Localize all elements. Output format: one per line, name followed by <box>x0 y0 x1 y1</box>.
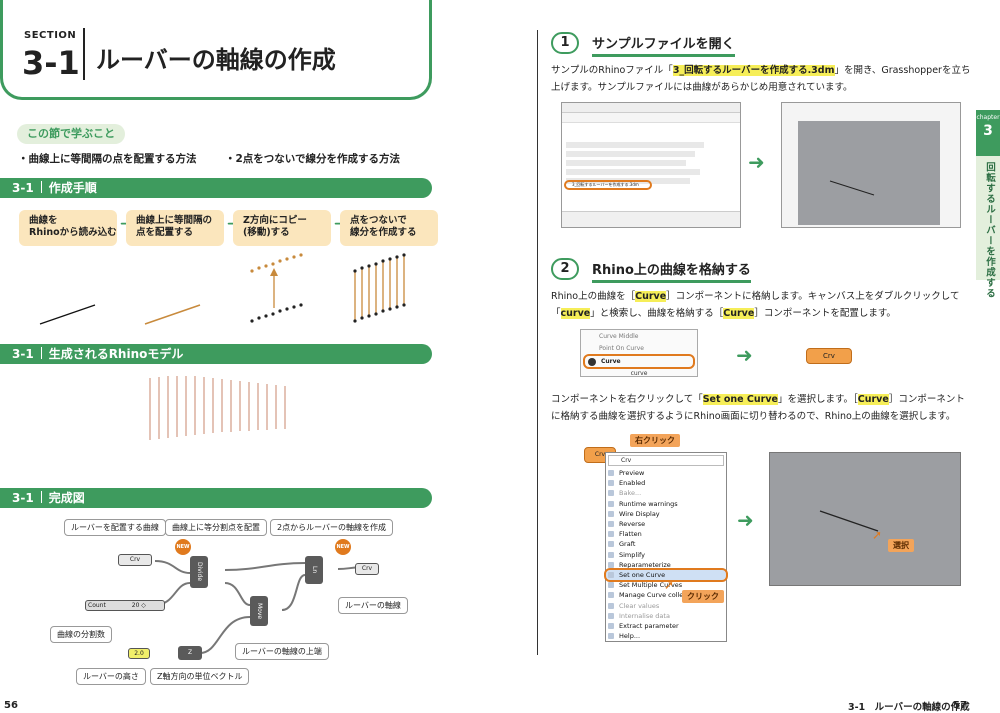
procedure-illustrations <box>39 253 406 325</box>
cursor-icon: ➚ <box>664 578 675 592</box>
search-result-1[interactable]: Curve Middle <box>599 333 639 340</box>
arrow-icon: ➜ <box>227 216 239 232</box>
curve-icon <box>588 358 596 366</box>
gh-curve-param: Crv <box>118 554 152 566</box>
menu-item-bake[interactable]: Bake... <box>606 488 726 498</box>
gh-divide-component: Divide <box>190 556 208 588</box>
menu-item-extract[interactable]: Extract parameter <box>606 621 726 631</box>
section-title: ルーバーの軸線の作成 <box>96 46 336 74</box>
procedure-step-2: 曲線上に等間隔の点を配置する <box>126 210 224 246</box>
bottom-points <box>250 303 303 323</box>
gh-unitz-component: Z <box>178 646 202 660</box>
gh-count-slider[interactable]: Count 20 ◇ <box>85 600 165 611</box>
step-2-title: Rhino上の曲線を格納する <box>592 259 751 283</box>
rhino-screenshot <box>781 102 961 228</box>
arrow-icon: ➜ <box>120 216 132 232</box>
rhino-viewport: ➚ 選択 <box>769 452 961 586</box>
curve-with-points-sketch <box>144 304 201 325</box>
section-header <box>0 0 432 100</box>
footer-section: 3-1 ルーバーの軸線の作成 <box>848 702 970 713</box>
procedure-step-3: Z方向にコピー(移動)する <box>233 210 331 246</box>
page-number-right: 57 <box>953 700 967 711</box>
step-1-number: 1 <box>551 32 579 54</box>
page-number-left: 56 <box>4 700 18 711</box>
callout-top-axis: ルーバーの軸線の上端 <box>235 643 329 660</box>
select-label: 選択 <box>888 539 914 552</box>
gh-height-slider[interactable]: 2.0 <box>128 648 150 659</box>
crv-component[interactable]: Crv <box>806 348 852 364</box>
chapter-title: 回転するルーバーを作成する <box>984 162 995 299</box>
page-divider <box>537 30 538 655</box>
menu-item-enabled[interactable]: Enabled <box>606 478 726 488</box>
menu-item-flatten[interactable]: Flatten <box>606 529 726 539</box>
curve-sketch <box>39 304 96 325</box>
gh-wires <box>154 560 371 654</box>
arrow-icon: ➜ <box>736 343 753 367</box>
menu-item-graft[interactable]: Graft <box>606 539 726 549</box>
search-result-2[interactable]: Point On Curve <box>599 345 644 352</box>
callout-line: 2点からルーバーの軸線を作成 <box>270 519 394 536</box>
top-points <box>250 253 303 273</box>
callout-zvec: Z軸方向の単位ベクトル <box>150 668 250 685</box>
gh-move-component: Move <box>250 596 268 626</box>
procedure-step-4: 点をつないで線分を作成する <box>340 210 438 246</box>
menu-item-simplify[interactable]: Simplify <box>606 550 726 560</box>
menu-item-clear[interactable]: Clear values <box>606 601 726 611</box>
menu-list: Preview Enabled Bake... Runtime warnings… <box>604 468 728 641</box>
step-1-title: サンプルファイルを開く <box>592 33 735 57</box>
menu-item-runtime-warnings[interactable]: Runtime warnings <box>606 499 726 509</box>
callout-height: ルーバーの高さ <box>76 668 146 685</box>
learn-title: この節で学ぶこと <box>17 124 125 144</box>
callout-place-curve: ルーバーを配置する曲線 <box>64 519 166 536</box>
cursor-icon: ➚ <box>872 528 883 542</box>
arrow-icon: ➜ <box>737 508 754 532</box>
arrow-icon: ➜ <box>334 216 346 232</box>
chapter-label: chapter <box>976 114 1000 121</box>
menu-item-internalise[interactable]: Internalise data <box>606 611 726 621</box>
menu-item-set-one-curve[interactable]: Set one Curve <box>604 567 728 583</box>
step-1-text: サンプルのRhinoファイル「3_回転するルーバーを作成する.3dm」を開き、G… <box>551 65 971 93</box>
callout-divisions: 曲線の分割数 <box>50 626 112 643</box>
file-dialog-selected-file: 3_回転するルーバーを作成する.3dm <box>564 180 652 190</box>
menu-item-set-multiple[interactable]: Set Multiple Curves <box>606 580 726 590</box>
bullet-1: ・曲線上に等間隔の点を配置する方法 <box>18 153 197 165</box>
step-2-text-2: コンポーネントを右クリックして「Set one Curve」を選択します。［Cu… <box>551 394 965 422</box>
menu-item-reverse[interactable]: Reverse <box>606 519 726 529</box>
section-label: SECTION <box>24 30 77 41</box>
rhino-model-louvers <box>149 376 286 440</box>
new-badge: NEW <box>335 539 351 555</box>
chapter-tab: chapter 3 回転するルーバーを作成する <box>976 110 1000 299</box>
menu-item-reparameterize[interactable]: Reparameterize <box>606 560 726 570</box>
arrow-icon: ➜ <box>748 150 765 174</box>
context-menu: Crv Preview Enabled Bake... Runtime warn… <box>604 452 728 642</box>
menu-item-manage[interactable]: Manage Curve collection <box>606 590 726 600</box>
gh-line-component: Ln <box>305 556 323 584</box>
search-result-curve[interactable]: Curve <box>583 354 695 369</box>
file-dialog-screenshot: 3_回転するルーバーを作成する.3dm <box>561 102 741 228</box>
section-divider <box>83 28 85 80</box>
vertical-lines <box>354 255 405 321</box>
menu-item-wire-display[interactable]: Wire Display <box>606 509 726 519</box>
gh-curve-output: Crv <box>355 563 379 575</box>
right-click-label: 右クリック <box>630 434 680 447</box>
menu-search-input[interactable]: Crv <box>608 455 724 466</box>
callout-divide: 曲線上に等分割点を配置 <box>165 519 267 536</box>
menu-item-preview[interactable]: Preview <box>606 468 726 478</box>
callout-louver-axis: ルーバーの軸線 <box>338 597 408 614</box>
step-2-text: Rhino上の曲線を［Curve］コンポーネントに格納します。キャンバス上をダブ… <box>551 291 960 319</box>
step-2-number: 2 <box>551 258 579 280</box>
chapter-number: 3 <box>983 123 993 139</box>
search-query: curve <box>630 370 648 377</box>
click-label: クリック <box>682 590 724 603</box>
new-badge: NEW <box>175 539 191 555</box>
menu-item-help[interactable]: Help... <box>606 631 726 641</box>
section-number: 3-1 <box>22 44 80 82</box>
bullet-2: ・2点をつないで線分を作成する方法 <box>225 153 400 165</box>
component-search-popup: Curve Middle Point On Curve Curve curve <box>580 329 698 377</box>
